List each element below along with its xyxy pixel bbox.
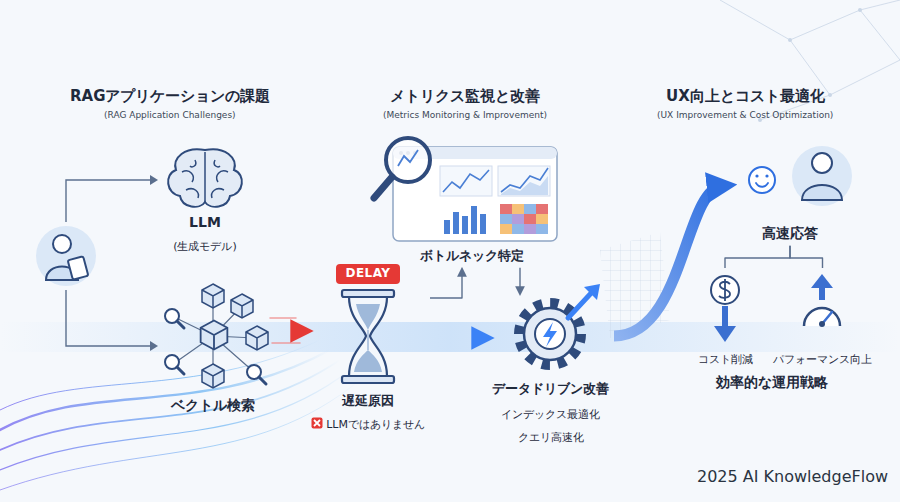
text-line: LLM	[160, 212, 250, 233]
section-subheading: (UX Improvement & Cost Optimization)	[657, 110, 833, 120]
text-line: パフォーマンス向上	[770, 348, 875, 369]
text-line: コスト削減	[690, 348, 760, 369]
node-text: 遅延原因	[342, 393, 394, 408]
text-line: 遅延原因	[308, 390, 428, 411]
text-line: インデックス最適化	[489, 403, 612, 424]
flow-connector	[519, 268, 520, 294]
text-line: データドリブン改善	[489, 378, 612, 399]
delay-node: DELAY 遅延原因 LLMではありません	[308, 262, 428, 434]
node-text: インデックス最適化	[501, 408, 600, 421]
section-subheading: (RAG Application Challenges)	[104, 110, 236, 120]
node-text: ボトルネック特定	[420, 248, 524, 263]
node-text: 高速応答	[762, 225, 818, 241]
dashboard-node: ボトルネック特定	[387, 140, 557, 266]
flow-connector	[265, 327, 302, 336]
flow-connector	[725, 246, 790, 268]
flow-connector	[614, 186, 722, 336]
flow-connector	[790, 246, 823, 268]
node-text: クエリ高速化	[518, 431, 584, 444]
section-subheading: (Metrics Monitoring & Improvement)	[383, 110, 547, 120]
text-line: 高速応答	[730, 223, 850, 244]
watermark: 2025 AI KnowledgeFlow	[697, 467, 888, 486]
section-heading: RAGアプリケーションの課題	[70, 87, 270, 106]
vector-search-node: ベクトル検索	[163, 280, 263, 416]
text-line: (生成モデル)	[160, 235, 250, 256]
section-heading: UX向上とコスト最適化	[666, 87, 825, 106]
delay-badge: DELAY	[336, 264, 399, 284]
node-text: パフォーマンス向上	[773, 353, 872, 366]
text-line: ボトルネック特定	[387, 245, 557, 266]
cost-node: コスト削減	[690, 270, 760, 369]
node-text: ベクトル検索	[171, 397, 255, 413]
node-text: コスト削減	[698, 353, 753, 366]
text-line: LLMではありません	[308, 413, 428, 434]
node-text: LLM	[189, 214, 221, 230]
node-text: (生成モデル)	[173, 240, 237, 253]
performance-node: パフォーマンス向上	[770, 270, 875, 369]
text-line: DELAY	[308, 262, 428, 284]
x-mark-icon	[311, 417, 323, 429]
text-line: クエリ高速化	[489, 426, 612, 447]
text-line: ベクトル検索	[163, 395, 263, 416]
gear-node: データドリブン改善インデックス最適化クエリ高速化	[489, 296, 612, 446]
strategy-caption: 効率的な運用戦略	[716, 374, 828, 392]
section-heading: メトリクス監視と改善	[390, 87, 540, 106]
llm-node: LLM (生成モデル)	[160, 140, 250, 256]
node-text: データドリブン改善	[492, 381, 609, 396]
node-text: LLMではありません	[326, 418, 425, 431]
flow-connector	[430, 334, 483, 343]
user-node: 高速応答	[730, 148, 850, 244]
flow-connector	[430, 269, 462, 298]
